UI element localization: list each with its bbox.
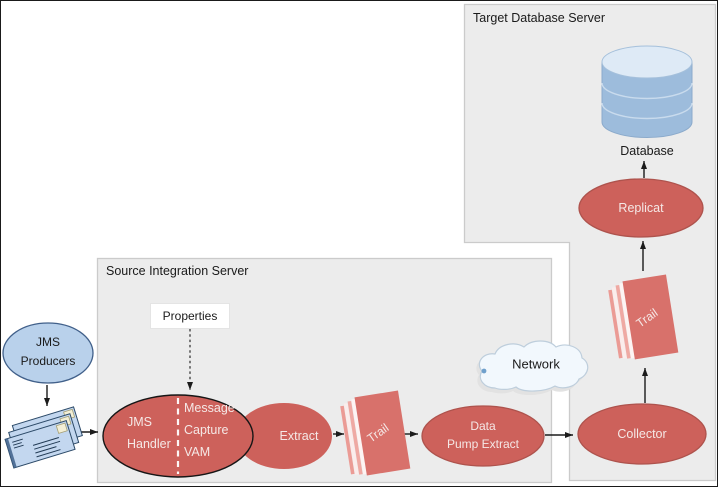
jms-handler-ellipse bbox=[102, 394, 254, 478]
flow-arrows bbox=[44, 161, 648, 438]
replicat-label: Replicat bbox=[618, 201, 664, 215]
replicat-ellipse bbox=[578, 178, 704, 238]
source-box-title: Source Integration Server bbox=[106, 264, 249, 278]
extract-label: Extract bbox=[279, 429, 319, 443]
jms-messages-icon bbox=[4, 406, 83, 469]
extract-ellipse bbox=[236, 403, 332, 469]
database-label: Database bbox=[620, 144, 674, 158]
target-box-title: Target Database Server bbox=[473, 11, 606, 25]
network-label: Network bbox=[512, 356, 560, 372]
data-pump-extract-ellipse bbox=[421, 405, 545, 467]
data-pump-extract-label: Data Pump Extract bbox=[446, 419, 520, 451]
jms-producers-label: JMS Producers bbox=[20, 335, 76, 368]
message-capture-vam-label: Message Capture VAM bbox=[184, 401, 235, 459]
collector-ellipse bbox=[577, 403, 707, 465]
properties-box: Properties bbox=[150, 303, 230, 329]
network-cloud-icon bbox=[476, 340, 589, 396]
collector-label: Collector bbox=[617, 427, 667, 441]
properties-label: Properties bbox=[162, 309, 218, 323]
jms-handler-label: JMS Handler bbox=[127, 415, 171, 451]
jms-producers-ellipse bbox=[2, 322, 94, 384]
database-icon bbox=[601, 45, 693, 138]
